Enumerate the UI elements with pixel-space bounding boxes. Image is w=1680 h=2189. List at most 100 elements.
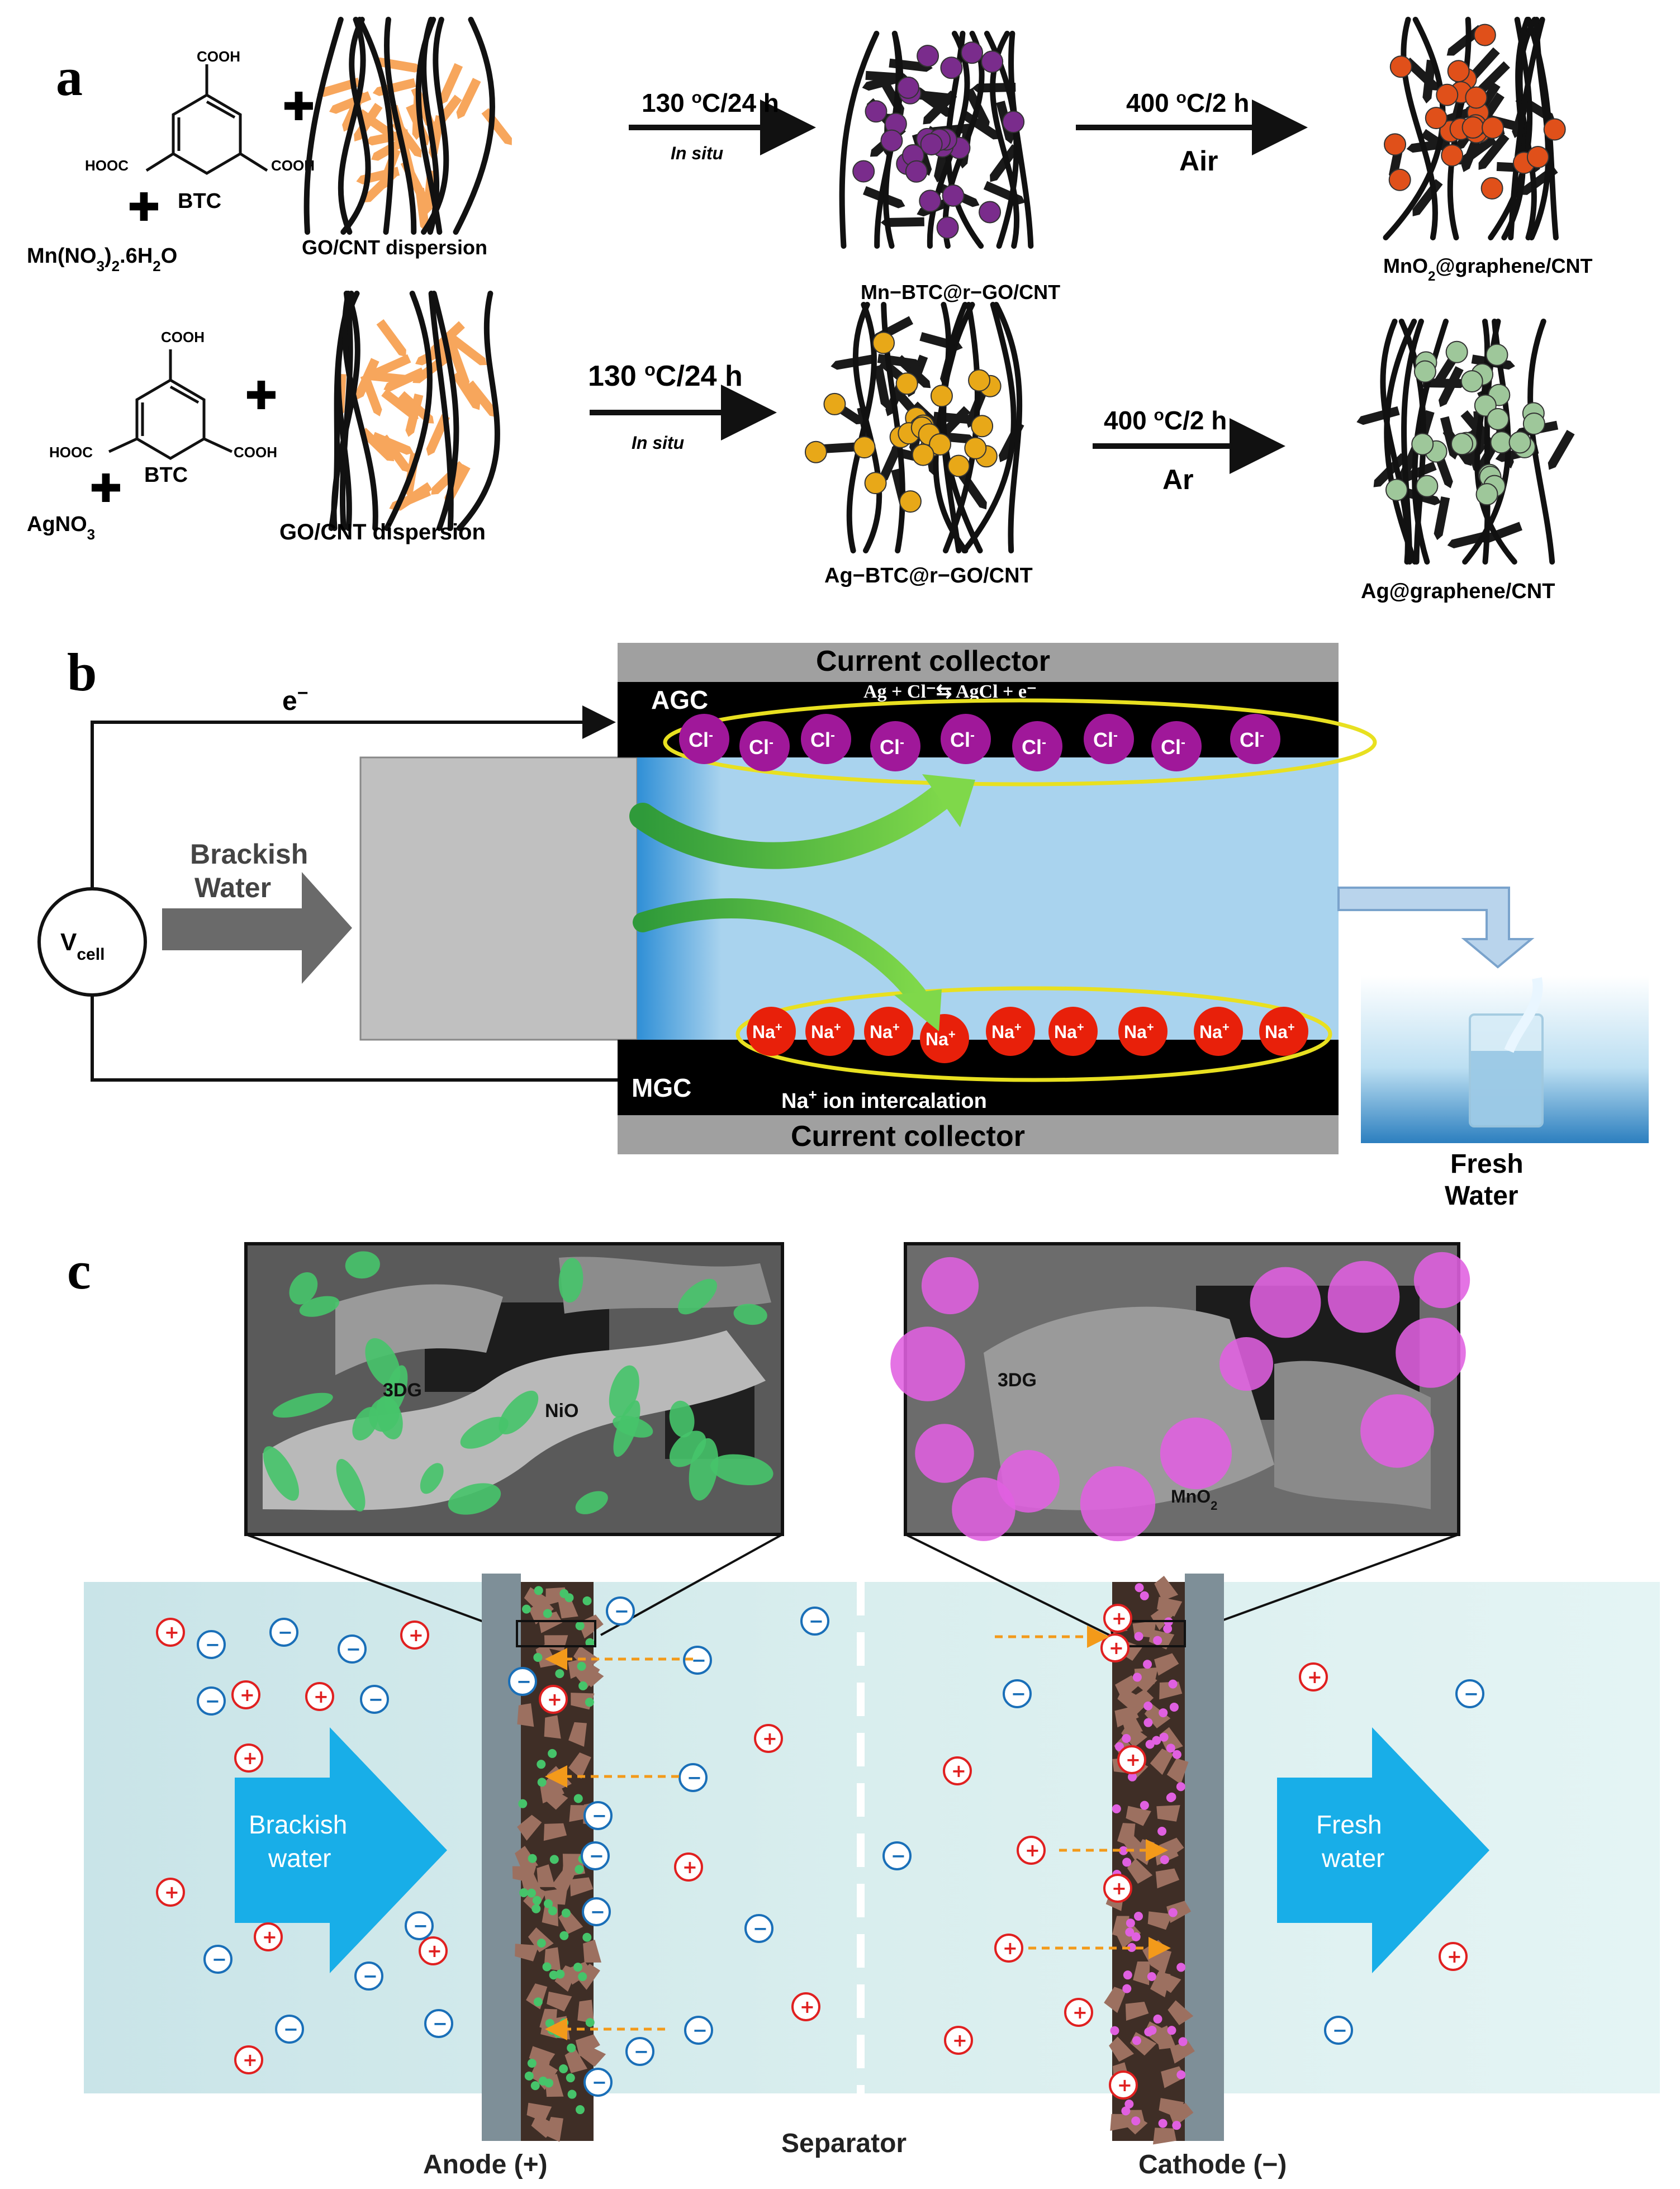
nanoparticle-dot [1169,1702,1179,1712]
anion-symbol: − [809,1610,824,1632]
btc-label-row1: BTC [178,189,221,213]
nanoparticle [852,160,875,183]
carbon-nanotube [1401,17,1438,240]
nanoparticle [1450,433,1473,456]
nanoparticle-dot [530,2081,540,2091]
nio-particle [669,1400,695,1438]
nanoparticle [823,392,846,415]
nio-particle [499,1390,539,1435]
cl-ion [870,721,920,771]
graphene-flake [1422,378,1467,388]
cation-symbol: + [951,1760,966,1781]
anion-symbol: − [692,2020,708,2041]
nanoparticle [1388,168,1411,191]
nanoparticle [895,372,918,395]
graphene-flake [355,358,379,400]
anion-symbol: − [687,1767,702,1788]
nanoparticle-dot [561,1908,571,1918]
nanoparticle [961,41,984,64]
mno2-product [1383,17,1566,240]
nanoparticle [964,437,987,459]
separator-label: Separator [781,2129,907,2158]
nanoparticle [981,50,1004,73]
nanoparticle [919,189,942,212]
nanoparticle-dot [577,1661,586,1671]
step1-note-row1: In situ [671,143,723,163]
anion-symbol: − [363,1965,378,1987]
na-ion-label: Na+ [1124,1020,1154,1043]
mno2-particle [1396,1318,1466,1388]
graphene-flake [1447,530,1491,548]
nanoparticle-dot [1132,1672,1142,1682]
panel-a: a COOH HOOC COOH BTC ✚ ✚ Mn(NO3)2.6H2O G… [27,17,1592,603]
fresh-water-glass-icon [1361,975,1649,1143]
active-flake [515,1944,539,1961]
carbon-nanotube [933,302,969,553]
nanoparticle [968,369,991,392]
anion-icon [508,1667,537,1696]
cathode-flakes [1104,1576,1195,2145]
cathode-label: Cathode (−) [1138,2150,1287,2179]
cation-icon [234,2045,263,2074]
carbon-nanotube [431,291,459,531]
nanoparticle-dot [1119,1846,1128,1855]
graphene-flake [383,367,425,392]
anion-icon [269,1618,298,1647]
anode-flakes [512,1586,606,2142]
nanoparticle [1436,83,1459,106]
anion-icon [275,2015,304,2044]
graphene-flake [371,432,414,455]
anion-icon [354,1961,383,1991]
anion-symbol: − [590,1901,605,1922]
cl-ion-label: Cl- [1161,735,1185,759]
nanoparticle-dot [524,2071,534,2081]
ion-migration-arrowhead [894,989,942,1031]
carbon-nanotube [421,17,449,235]
cation-icon [231,1680,260,1709]
anion-symbol: − [433,2013,448,2034]
anion-icon [203,1945,232,1974]
nanoparticle-dot [1110,2026,1119,2035]
dispersion-label-row2: GO/CNT dispersion [279,520,486,544]
cation-icon [1103,1604,1132,1633]
nanoparticle-dot [1168,1908,1178,1917]
active-flake [576,1963,600,1990]
active-flake [575,2034,600,2057]
active-flake [1133,1961,1150,1986]
outflow-label-line1: Fresh [1450,1149,1524,1179]
graphene-flake [431,94,462,132]
nanoparticle-dot [1172,2121,1181,2130]
anion-symbol: − [368,1689,383,1710]
nanoparticle [1461,116,1484,139]
plus-icon: ✚ [282,84,315,130]
anion-symbol: − [891,1845,906,1866]
na-ion-label: Na+ [811,1020,841,1043]
carbon-nanotube [846,302,877,553]
nanoparticle-dot [527,2058,537,2068]
nanoparticle-dot [559,2064,568,2073]
graphene-flake [381,388,419,419]
active-flake [1150,1749,1174,1775]
plus-icon: ✚ [245,373,278,419]
ag-product [1356,319,1575,565]
nanoparticle [804,440,827,463]
inflow-label-line1: Brackish [190,838,308,870]
cation-icon [674,1852,703,1882]
nanoparticle [864,472,887,495]
mno2-particle [915,1424,974,1483]
active-flake [515,1846,538,1871]
outflow-label-line1: Fresh [1316,1810,1382,1839]
active-flake [1155,1970,1181,1993]
nanoparticle [865,100,888,123]
nanoparticle-dot [1143,1701,1153,1711]
mgc-label: MGC [632,1073,691,1102]
btc-molecule-row2 [108,349,233,460]
nanoparticle-dot [1112,1804,1121,1813]
nio-particle [448,1483,501,1515]
nanoparticle-dot [585,1638,595,1647]
nanoparticle [1384,133,1407,156]
nanoparticle-dot [542,1962,552,1972]
graphene-flake [448,345,470,388]
graphene-flake [376,319,406,357]
nanoparticle-dot [548,1749,557,1758]
